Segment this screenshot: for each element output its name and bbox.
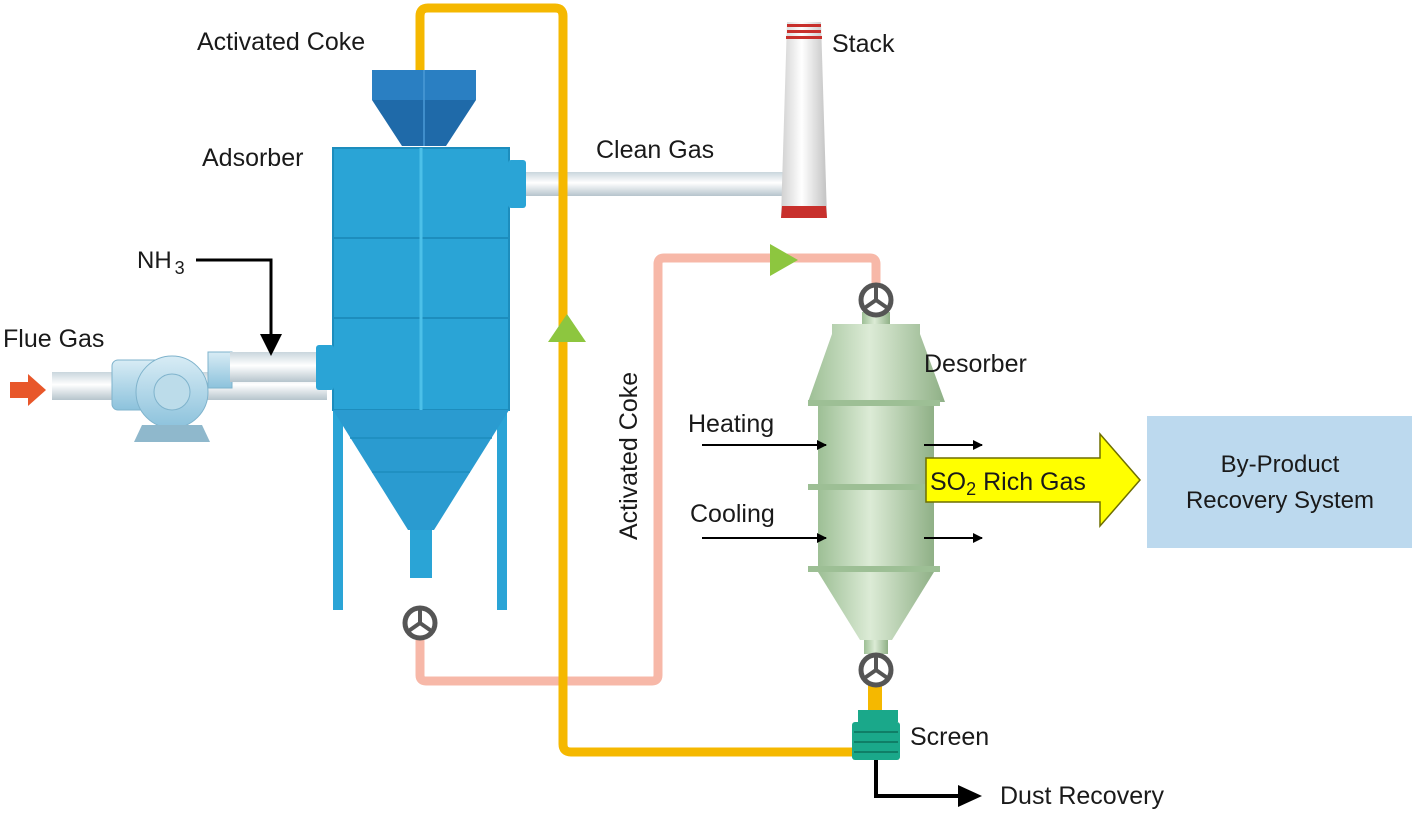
cooling-label: Cooling bbox=[690, 500, 775, 528]
dust-recovery-arrow-head bbox=[958, 785, 982, 807]
stack-chimney bbox=[781, 22, 827, 218]
fan-blower bbox=[111, 351, 233, 442]
nh3-main: NH bbox=[137, 247, 172, 274]
so2-rich-gas-arrow bbox=[925, 431, 1141, 529]
fan-outlet-pipe bbox=[230, 352, 325, 382]
dust-recovery-line bbox=[874, 760, 962, 798]
byproduct-label-line1: By-Product bbox=[1221, 451, 1340, 478]
flue-gas-arrow bbox=[10, 374, 46, 406]
screen-label: Screen bbox=[910, 723, 989, 751]
so2-rich-gas-label: SO2 Rich Gas bbox=[930, 468, 1086, 499]
upflow-arrow bbox=[548, 314, 586, 342]
desorber-label: Desorber bbox=[924, 350, 1027, 378]
byproduct-recovery-box bbox=[1147, 416, 1412, 548]
rightflow-arrow bbox=[770, 244, 798, 276]
activated-coke-hopper bbox=[372, 70, 476, 146]
activated-coke-vertical-label: Activated Coke bbox=[615, 372, 643, 540]
desorber-vessel bbox=[808, 312, 945, 654]
so2-prefix: SO bbox=[930, 468, 966, 496]
dust-recovery-label: Dust Recovery bbox=[1000, 782, 1164, 810]
clean-gas-label: Clean Gas bbox=[596, 136, 714, 164]
valve-icon bbox=[402, 605, 438, 641]
adsorber-vessel bbox=[316, 147, 526, 610]
screen-unit bbox=[852, 710, 900, 760]
byproduct-label-line2: Recovery System bbox=[1186, 487, 1374, 514]
valve-icon bbox=[858, 652, 894, 688]
so2-suffix: Rich Gas bbox=[976, 468, 1086, 496]
adsorber-label: Adsorber bbox=[202, 144, 303, 172]
activated-coke-top-label: Activated Coke bbox=[197, 28, 365, 56]
so2-subscript: 2 bbox=[966, 479, 976, 499]
valve-icon bbox=[858, 282, 894, 318]
clean-gas-pipe bbox=[525, 172, 790, 196]
flue-gas-label: Flue Gas bbox=[3, 325, 104, 353]
heating-label: Heating bbox=[688, 410, 774, 438]
nh3-subscript: 3 bbox=[175, 258, 185, 278]
activated-coke-loop bbox=[415, 3, 862, 757]
nh3-arrow-head bbox=[260, 334, 282, 356]
nh3-feed-line bbox=[196, 258, 273, 352]
stack-label: Stack bbox=[832, 30, 895, 58]
return-coke-line bbox=[415, 253, 881, 686]
